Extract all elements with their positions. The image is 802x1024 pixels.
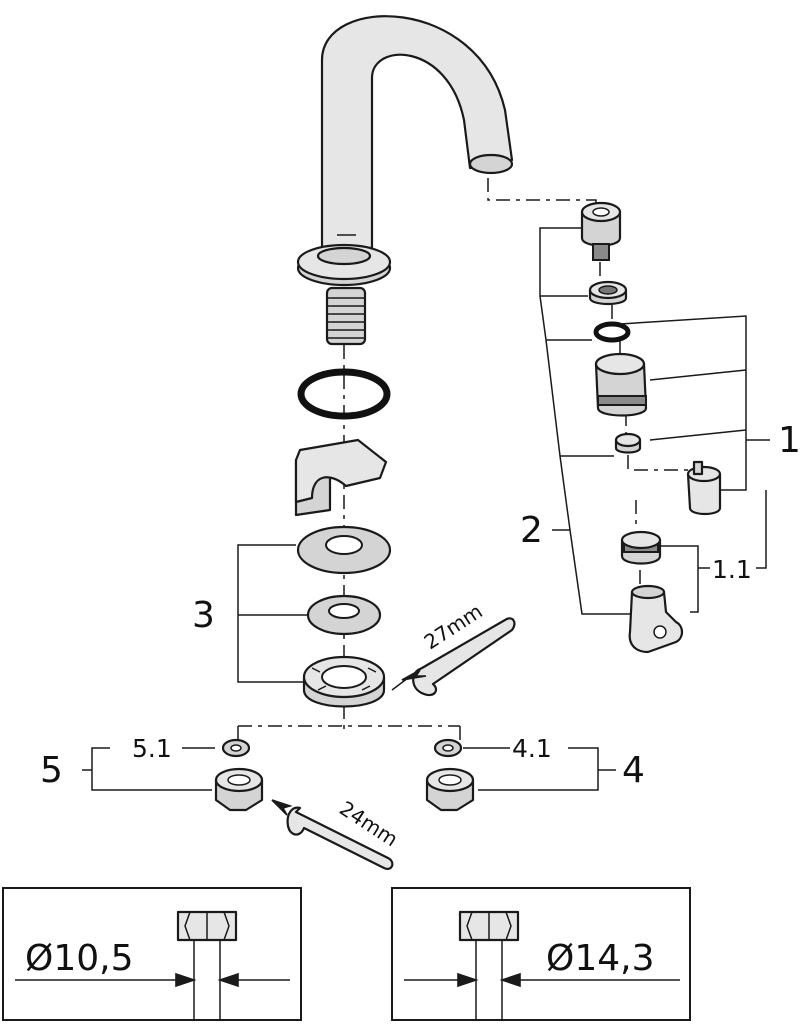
bracket-5 [82,747,215,791]
bracket-1-1 [660,545,710,613]
spout-flange [296,243,392,287]
aerator-insert [620,530,662,565]
callout-1-1: 1.1 [712,555,752,584]
union-nut-right [425,767,475,812]
aerator-ring [588,280,628,306]
dimension-box-left: Ø10,5 [2,887,302,1021]
o-ring [297,368,391,420]
bracket-2 [539,227,630,615]
wrench-24mm: 24mm [271,796,402,870]
bracket-4 [463,747,616,791]
threaded-shank [325,286,367,346]
aerator-adapter [580,201,622,261]
bracket-3 [237,544,308,683]
aerator-key [628,584,684,654]
callout-3: 3 [192,595,215,636]
callout-2: 2 [520,510,543,551]
dimension-right-label: Ø14,3 [546,938,655,979]
wrench-27mm: 27mm [391,599,516,697]
aerator-body [594,352,648,417]
callout-1: 1 [778,420,801,461]
hose-washer-right [433,738,463,758]
bracket-1 [619,315,770,491]
callout-4-1: 4.1 [512,734,552,763]
hose-washer-left [221,738,251,758]
callout-5-1: 5.1 [132,734,172,763]
aerator-axis [599,262,690,585]
fastening-nut [302,655,386,708]
horseshoe-spacer [294,438,388,517]
aerator-seal [593,321,631,343]
spout [320,15,514,250]
hose-split-line [237,725,461,745]
bracket-1-1-link [756,490,767,569]
dimension-left-label: Ø10,5 [25,938,134,979]
spout-to-aerator-line [487,178,597,210]
flat-washer-large [296,525,392,575]
dimension-box-right: Ø14,3 [391,887,691,1021]
callout-5: 5 [40,750,63,791]
aerator-screen [614,432,642,454]
callout-4: 4 [622,750,645,791]
flat-washer-small [306,594,382,636]
union-nut-left [214,767,264,812]
flow-insert [686,460,722,516]
